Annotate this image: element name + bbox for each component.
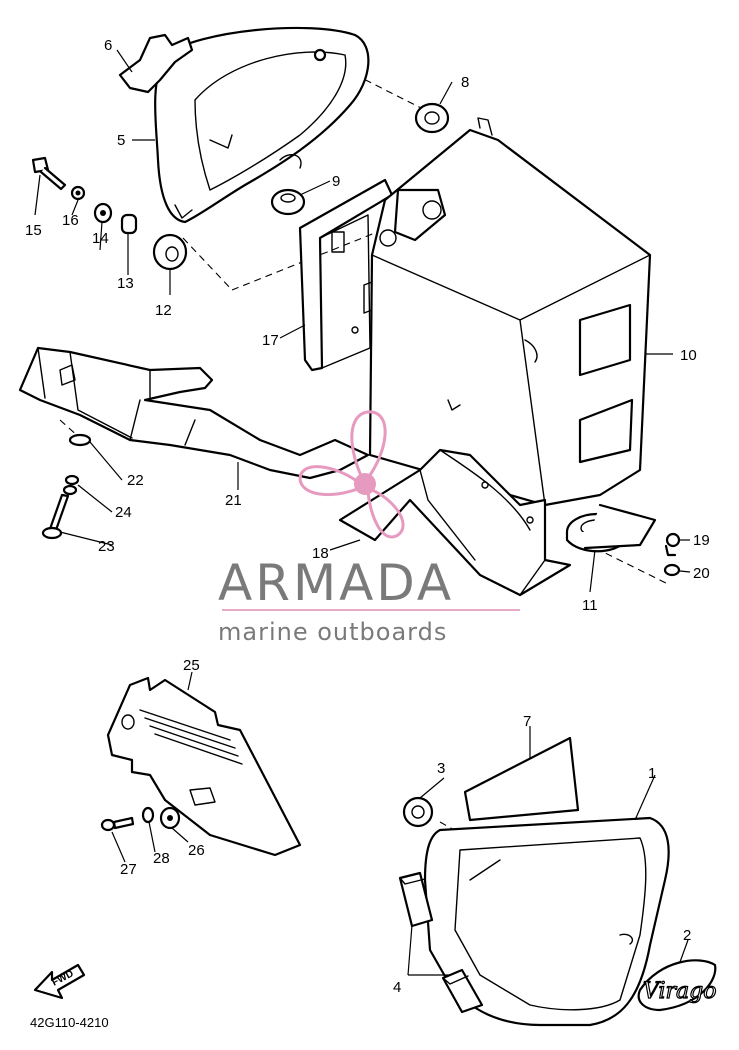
- callouts: 6 5 8 9 12 13 14 15 16 17 10 11 19 20 18…: [25, 37, 710, 996]
- part-19-bolt: [664, 532, 681, 557]
- part-1-side-cover: [423, 816, 670, 1027]
- callout-25: 25: [183, 657, 200, 674]
- callout-26: 26: [188, 842, 205, 859]
- leader-lines: [34, 49, 691, 976]
- callout-20: 20: [693, 565, 710, 582]
- part-17-bracket: [298, 178, 394, 372]
- callout-11: 11: [582, 597, 598, 614]
- part-26-washer: [159, 806, 181, 830]
- part-7-sheet: [463, 736, 580, 822]
- callout-16: 16: [62, 212, 79, 229]
- callout-3: 3: [437, 760, 445, 777]
- callout-7: 7: [523, 713, 531, 730]
- callout-8: 8: [461, 74, 469, 91]
- diagram-code: 42G110-4210: [30, 1015, 109, 1030]
- callout-9: 9: [332, 173, 340, 190]
- callout-22: 22: [127, 472, 144, 489]
- callout-21: 21: [225, 492, 242, 509]
- callout-10: 10: [680, 347, 697, 364]
- part-2-emblem: Virago: [637, 959, 717, 1012]
- part-28-washer: [141, 806, 155, 824]
- callout-14: 14: [92, 230, 109, 247]
- fwd-arrow: FWD: [33, 963, 86, 1000]
- part-23-bolt: [41, 493, 70, 540]
- part-6-stay: [118, 33, 194, 94]
- part-25-panel: [106, 676, 302, 857]
- callout-2: 2: [683, 927, 691, 944]
- part-15-bolt: [31, 156, 67, 191]
- propeller-logo: [298, 410, 405, 539]
- part-24-nut: [62, 474, 80, 496]
- part-12-grommet: [152, 233, 188, 271]
- callout-13: 13: [117, 275, 134, 292]
- part-27-bolt: [100, 816, 135, 832]
- callout-1: 1: [648, 765, 656, 782]
- callout-4: 4: [393, 979, 401, 996]
- part-4-damper: [398, 871, 484, 1014]
- emblem-script: Virago: [643, 979, 717, 1004]
- callout-5: 5: [117, 132, 125, 149]
- part-14-washer: [93, 202, 113, 224]
- callout-24: 24: [115, 504, 132, 521]
- part-3-grommet: [402, 796, 434, 828]
- part-21-duct: [18, 346, 370, 480]
- watermark-subtitle: marine outboards: [218, 618, 447, 646]
- part-13-collar: [120, 213, 138, 235]
- callout-18: 18: [312, 545, 329, 562]
- part-10-box: [368, 117, 652, 507]
- callout-23: 23: [98, 538, 115, 555]
- callout-15: 15: [25, 222, 42, 239]
- part-8-grommet: [414, 102, 450, 134]
- callout-27: 27: [120, 861, 137, 878]
- part-5-cover: [154, 26, 370, 224]
- part-16-washer: [70, 185, 86, 201]
- callout-17: 17: [262, 332, 279, 349]
- watermark-title: ARMADA: [218, 554, 454, 612]
- callout-19: 19: [693, 532, 710, 549]
- callout-6: 6: [104, 37, 112, 54]
- watermark: ARMADA marine outboards: [218, 410, 520, 646]
- part-22-collar: [68, 433, 92, 447]
- callout-28: 28: [153, 850, 170, 867]
- part-9-grommet: [270, 188, 306, 216]
- callout-12: 12: [155, 302, 172, 319]
- part-11-damper: [565, 503, 657, 553]
- part-20-nut: [663, 563, 681, 577]
- part-18-tray: [338, 448, 572, 597]
